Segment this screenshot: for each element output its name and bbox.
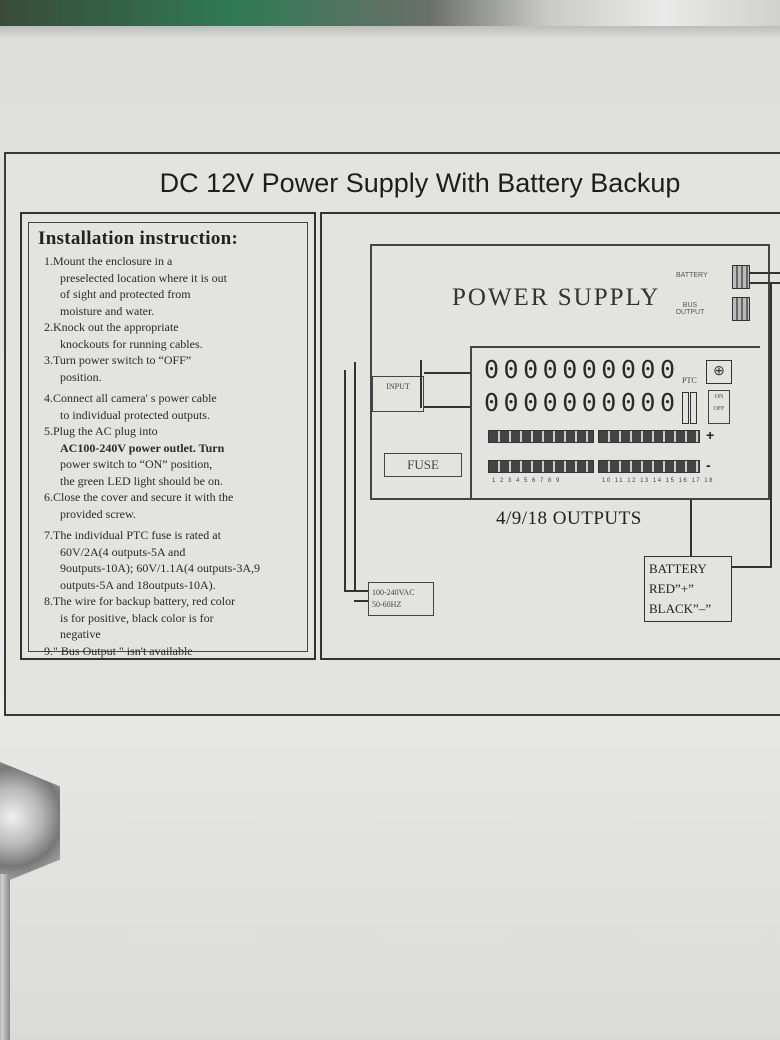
ac-wire [344, 370, 346, 592]
enclosure-panel [0, 716, 780, 1040]
bolt-shaft [0, 874, 10, 1040]
step-line: 4.Connect all camera' s power cable [44, 391, 217, 405]
input-wire [424, 406, 470, 408]
step-line: 2.Knock out the appropriate [44, 320, 179, 334]
on-label: ON [714, 394, 724, 400]
step-line: outputs-5A and 18outputs-10A). [60, 577, 216, 592]
step-line: 3.Turn power switch to “OFF” [44, 353, 192, 367]
step-line: negative [60, 627, 101, 641]
input-wire [420, 360, 422, 408]
step-line: 6.Close the cover and secure it with the [44, 490, 234, 504]
step-line: position. [60, 369, 102, 384]
bus-output-connector [732, 297, 750, 321]
input-terminal: INPUT [372, 376, 424, 412]
terminal-strip [598, 460, 700, 473]
positive-sign: + [706, 427, 715, 443]
step-line: 1.Mount the enclosure in a [44, 254, 173, 268]
step-line: moisture and water. [60, 303, 155, 318]
ground-terminal-icon: ⊕ [706, 360, 732, 384]
step-line: knockouts for running cables. [60, 336, 203, 351]
instruction-inner-frame [28, 222, 308, 652]
step-line: power switch to “ON” position, [60, 457, 213, 471]
enclosure-lid-edge [0, 26, 780, 40]
battery-connector [732, 265, 750, 289]
bus-output-small-label: BUS OUTPUT [675, 302, 705, 316]
instruction-steps: 1.Mount the enclosure in a preselected l… [44, 254, 306, 660]
battery-black-label: BLACK”–” [649, 601, 712, 616]
step-line: 9." Bus Output " isn't available [44, 643, 193, 658]
battery-wire [750, 272, 780, 274]
step-line: 8.The wire for backup battery, red color [44, 594, 236, 608]
step-line: 7.The individual PTC fuse is rated at [44, 528, 221, 542]
psu-box [370, 244, 770, 500]
ac-wire [354, 362, 356, 590]
instruction-heading: Installation instruction: [38, 228, 239, 249]
battery-small-label: BATTERY [676, 272, 708, 279]
battery-wire [750, 282, 780, 284]
output-numbers-left: 1 2 3 4 5 6 7 8 9 [492, 478, 561, 484]
label-title: DC 12V Power Supply With Battery Backup [159, 168, 681, 198]
step-line: provided screw. [60, 506, 136, 521]
outputs-label: 4/9/18 OUTPUTS [496, 508, 642, 529]
step-line: of sight and protected from [60, 287, 191, 301]
ptc-fuse [690, 392, 697, 424]
battery-wire [732, 566, 772, 568]
step-line: 5.Plug the AC plug into [44, 424, 158, 438]
ptc-label: PTC [682, 376, 697, 385]
instruction-frame [20, 212, 316, 660]
power-switch: ON OFF [708, 390, 730, 424]
step-line: is for positive, black color is for [60, 610, 214, 625]
battery-wire [690, 500, 692, 556]
ptc-fuse [682, 392, 689, 424]
step-line: AC100-240V power outlet. Turn [60, 440, 225, 455]
step-line: 60V/2A(4 outputs-5A and [60, 544, 186, 559]
diagram-frame [320, 212, 780, 660]
battery-wire [770, 282, 772, 568]
terminal-strip [488, 430, 594, 443]
terminal-strip [488, 460, 594, 473]
output-numbers-right: 10 11 12 13 14 15 16 17 18 [602, 478, 714, 484]
ac-frequency: 50-60HZ [372, 600, 402, 609]
background-top-objects [0, 0, 780, 30]
step-line: preselected location where it is out [60, 270, 227, 285]
battery-label: BATTERY [649, 561, 707, 576]
battery-box: BATTERY RED”+” BLACK”–” [644, 556, 732, 622]
off-label: OFF [713, 406, 725, 412]
fuse-box: FUSE [384, 453, 462, 477]
input-wire [424, 372, 470, 374]
battery-red-label: RED”+” [649, 581, 694, 596]
psu-label: POWER SUPPLY [452, 284, 661, 311]
step-line: to individual protected outputs. [60, 407, 210, 422]
ac-input-box: 100-240VAC 50-60HZ [368, 582, 434, 616]
negative-sign: - [706, 457, 711, 473]
ac-wire [354, 600, 368, 602]
fuse-row-top: 0000000000 [484, 355, 680, 384]
step-line: 9outputs-10A); 60V/1.1A(4 outputs-3A,9 [60, 561, 260, 575]
fuse-row-bottom: 0000000000 [484, 388, 680, 417]
ac-wire [344, 590, 368, 592]
step-line: the green LED light should be on. [60, 473, 223, 488]
terminal-block-area [470, 346, 760, 500]
ac-voltage: 100-240VAC [372, 588, 415, 597]
terminal-strip [598, 430, 700, 443]
